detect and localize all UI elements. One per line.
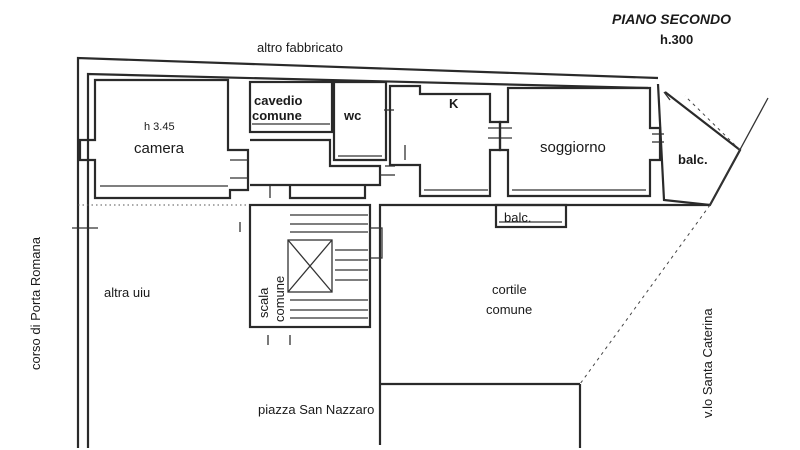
- label-soggiorno: soggiorno: [540, 139, 606, 156]
- label-piazza: piazza San Nazzaro: [258, 402, 374, 417]
- label-balc-bottom: balc.: [504, 210, 531, 225]
- label-corso: corso di Porta Romana: [28, 236, 43, 370]
- label-camera: camera: [134, 140, 185, 157]
- label-cortile: cortile: [492, 282, 527, 297]
- label-vicolo: v.lo Santa Caterina: [700, 308, 715, 418]
- cavedio-box: [248, 80, 334, 134]
- label-cavedio-2: comune: [252, 108, 302, 123]
- label-balc-right: balc.: [678, 152, 708, 167]
- camera-room: [72, 78, 250, 232]
- label-altra-uiu: altra uiu: [104, 285, 150, 300]
- corridor: [250, 138, 395, 200]
- label-scala-comune: comune: [272, 276, 287, 322]
- label-wc: wc: [343, 108, 361, 123]
- floor-title: PIANO SECONDO: [612, 11, 731, 27]
- label-altro-fabbricato: altro fabbricato: [257, 40, 343, 55]
- street-lines: [579, 95, 769, 385]
- wc-room: [332, 80, 394, 162]
- floor-height: h.300: [660, 32, 693, 47]
- label-cortile-comune: comune: [486, 302, 532, 317]
- label-camera-height: h 3.45: [144, 121, 175, 133]
- balcony-bottom: [494, 203, 568, 229]
- label-k: K: [449, 96, 459, 111]
- staircase: [248, 203, 383, 345]
- balcony-right: [656, 83, 742, 207]
- outer-walls: [76, 56, 710, 448]
- label-cavedio-1: cavedio: [254, 93, 302, 108]
- label-scala: scala: [256, 287, 271, 318]
